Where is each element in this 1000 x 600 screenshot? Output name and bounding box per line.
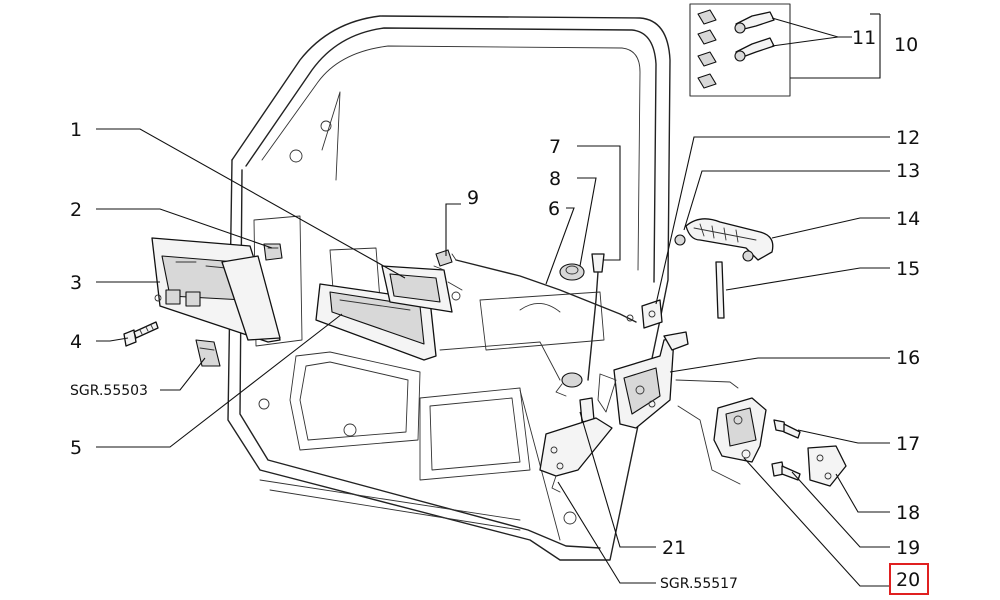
label-part-12: 12 bbox=[896, 127, 920, 149]
label-part-14: 14 bbox=[896, 208, 920, 230]
label-part-15: 15 bbox=[896, 258, 920, 280]
label-part-3: 3 bbox=[70, 272, 82, 294]
part-7-knob-rod bbox=[587, 253, 605, 381]
part-1-inner-release bbox=[381, 265, 463, 313]
part-19-screw bbox=[771, 461, 801, 481]
small-cover-sgr55503 bbox=[195, 339, 221, 367]
highlight-box-part-20 bbox=[889, 563, 929, 595]
inset-box-10-11 bbox=[689, 3, 791, 97]
label-part-11: 11 bbox=[852, 27, 876, 49]
part-3-armrest-panel bbox=[151, 237, 281, 343]
label-part-2: 2 bbox=[70, 199, 82, 221]
label-part-10: 10 bbox=[894, 34, 918, 56]
label-part-7: 7 bbox=[549, 136, 561, 158]
label-part-21: 21 bbox=[662, 537, 686, 559]
part-21-link bbox=[539, 372, 613, 493]
label-part-16: 16 bbox=[896, 347, 920, 369]
key-cylinders bbox=[697, 9, 775, 89]
label-part-9: 9 bbox=[467, 187, 479, 209]
part-15-pin bbox=[715, 261, 725, 319]
label-ref-sgr55517: SGR.55517 bbox=[660, 576, 738, 592]
part-12-plate bbox=[641, 299, 663, 329]
door-shell bbox=[227, 15, 671, 561]
part-labels: 1 2 3 4 5 6 7 8 9 10 11 12 13 14 15 16 1… bbox=[70, 27, 920, 592]
label-part-18: 18 bbox=[896, 502, 920, 524]
label-part-6: 6 bbox=[548, 198, 560, 220]
part-2-clip bbox=[263, 243, 283, 261]
label-part-20: 20 bbox=[896, 569, 920, 591]
part-18-plate bbox=[807, 445, 847, 487]
label-part-8: 8 bbox=[549, 168, 561, 190]
part-4-screw bbox=[123, 321, 159, 347]
label-part-13: 13 bbox=[896, 160, 920, 182]
label-part-19: 19 bbox=[896, 537, 920, 559]
part-20-striker bbox=[713, 397, 767, 463]
part-14-outer-handle bbox=[674, 218, 774, 262]
part-8-grommet bbox=[559, 263, 585, 281]
part-6-rod bbox=[451, 253, 637, 323]
label-part-4: 4 bbox=[70, 331, 82, 353]
part-17-bolt bbox=[773, 419, 801, 439]
part-16-latch bbox=[597, 331, 741, 485]
label-ref-sgr55503: SGR.55503 bbox=[70, 383, 148, 399]
label-part-5: 5 bbox=[70, 437, 82, 459]
leader-lines bbox=[96, 13, 890, 587]
part-9-clip bbox=[433, 249, 453, 271]
label-part-17: 17 bbox=[896, 433, 920, 455]
label-part-1: 1 bbox=[70, 119, 82, 141]
